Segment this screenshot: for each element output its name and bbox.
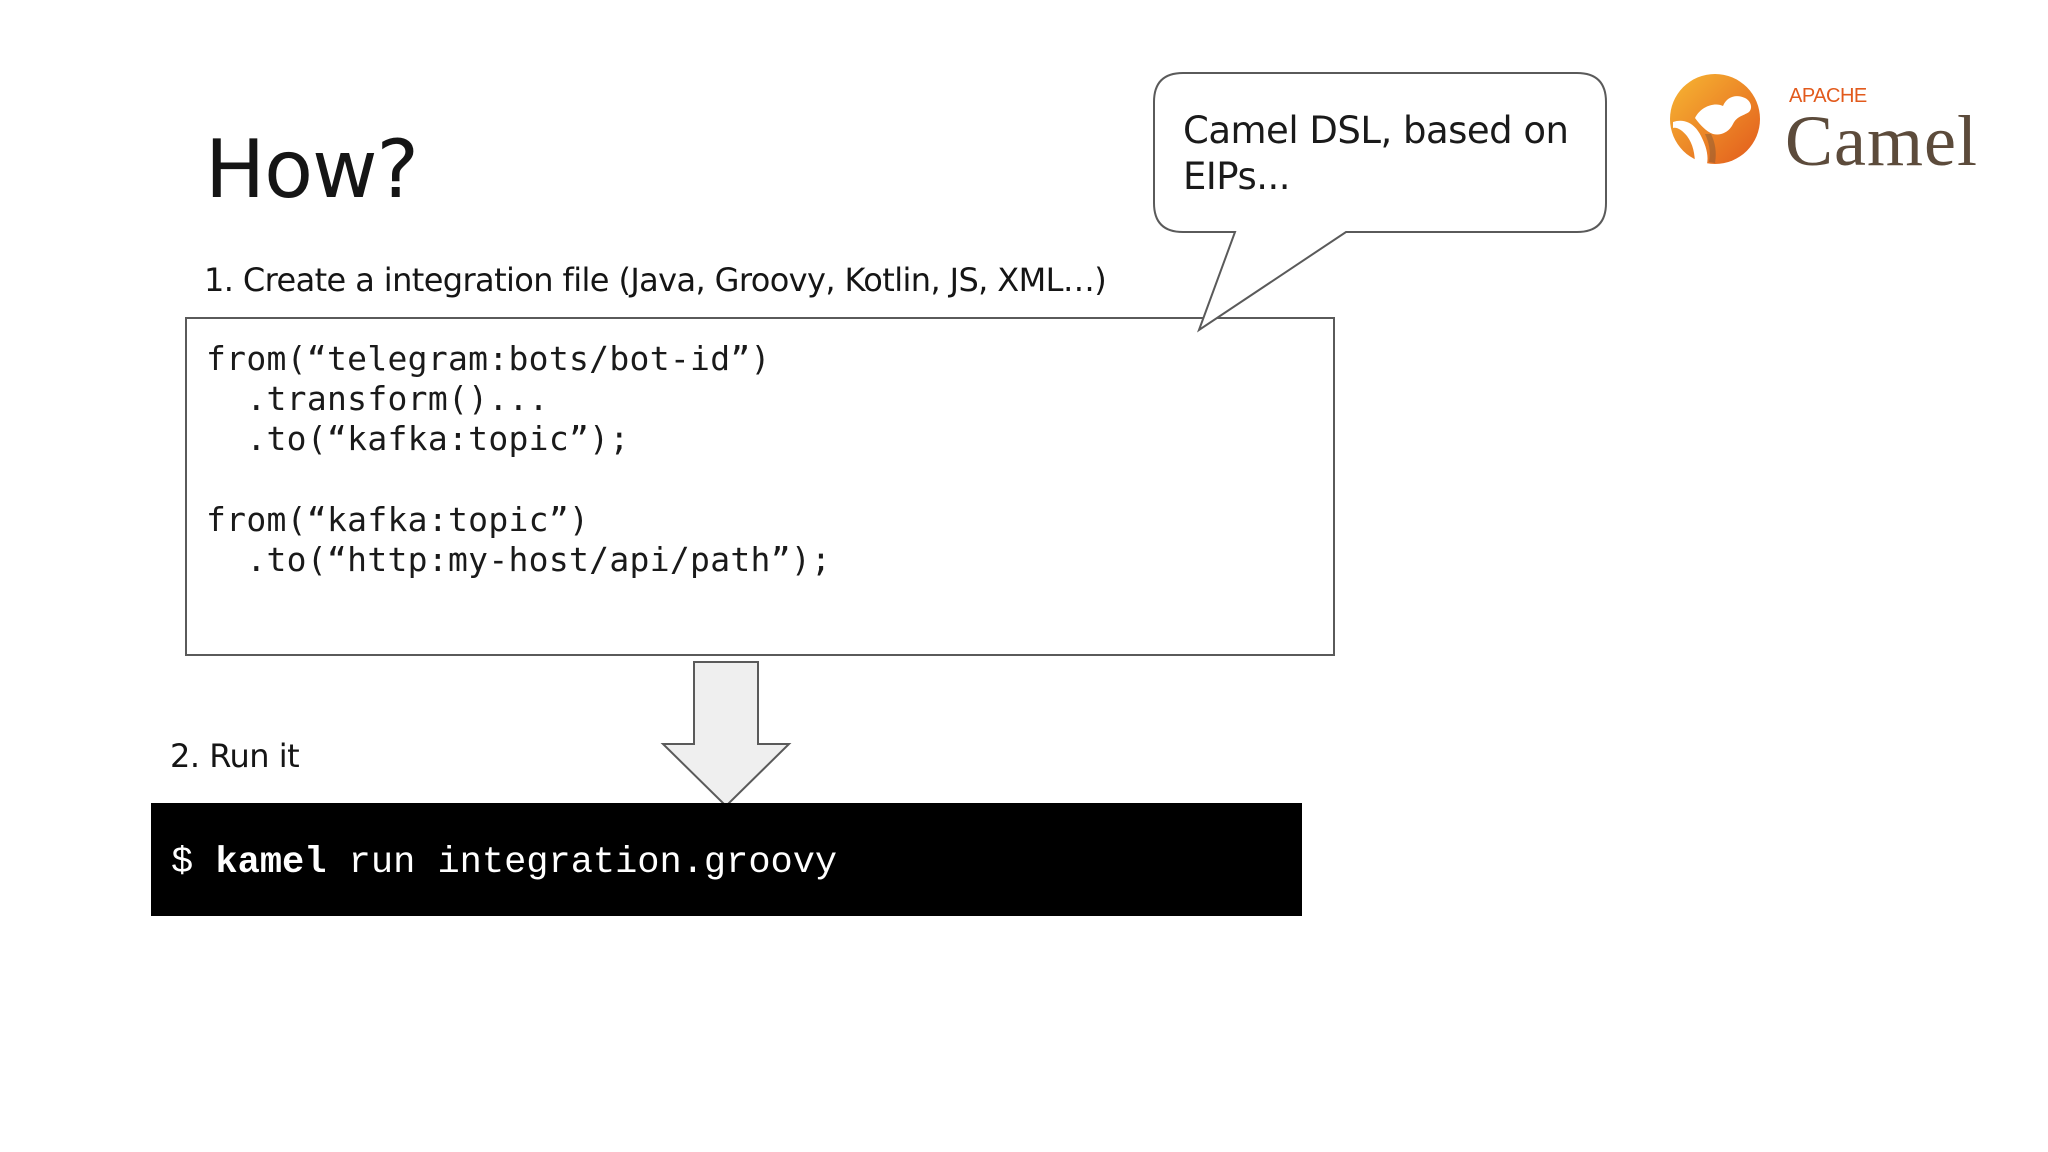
terminal-command: kamel xyxy=(215,842,327,884)
terminal-command-line: $ kamel run integration.groovy xyxy=(171,841,837,885)
terminal-block: $ kamel run integration.groovy xyxy=(151,803,1302,916)
step-1-label: 1. Create a integration file (Java, Groo… xyxy=(204,261,1107,299)
logo-apache-text: APACHE xyxy=(1789,85,1867,107)
logo-camel-text: Camel xyxy=(1785,101,1978,181)
down-arrow-icon xyxy=(660,661,792,808)
terminal-args: run integration.groovy xyxy=(326,842,838,884)
code-line: .transform()... xyxy=(206,379,549,418)
callout-line-2: EIPs... xyxy=(1183,155,1291,198)
code-line: from(“telegram:bots/bot-id”) xyxy=(206,339,771,378)
apache-camel-logo-icon xyxy=(1670,74,1760,166)
code-block: from(“telegram:bots/bot-id”) .transform(… xyxy=(185,317,1335,656)
speech-bubble xyxy=(1153,72,1607,333)
callout-text: Camel DSL, based on EIPs... xyxy=(1183,108,1593,200)
code-line: from(“kafka:topic”) xyxy=(206,500,590,539)
code-line: .to(“kafka:topic”); xyxy=(206,419,630,458)
step-2-label: 2. Run it xyxy=(170,737,300,775)
slide-title: How? xyxy=(205,123,419,216)
callout-line-1: Camel DSL, based on xyxy=(1183,109,1569,152)
terminal-prompt: $ xyxy=(171,842,216,884)
code-line: .to(“http:my-host/api/path”); xyxy=(206,540,832,579)
